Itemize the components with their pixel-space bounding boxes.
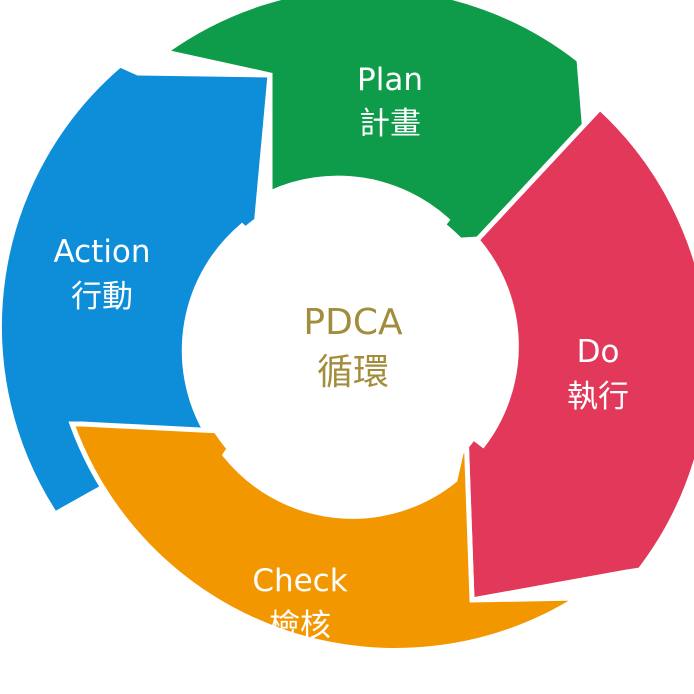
center-label: PDCA 循環 bbox=[303, 302, 403, 393]
center-subtitle: 循環 bbox=[317, 352, 389, 393]
action-subtitle: 行動 bbox=[71, 279, 133, 315]
check-subtitle: 檢核 bbox=[269, 608, 331, 644]
action-arrow-segment bbox=[0, 62, 273, 518]
check-arrow-segment bbox=[68, 421, 587, 653]
do-label: Do 執行 bbox=[567, 334, 629, 415]
plan-label: Plan 計畫 bbox=[357, 62, 423, 142]
action-label: Action 行動 bbox=[53, 234, 150, 315]
plan-arrow-segment bbox=[159, 0, 596, 245]
action-title: Action bbox=[53, 234, 150, 270]
do-subtitle: 執行 bbox=[567, 379, 629, 415]
plan-subtitle: 計畫 bbox=[359, 106, 421, 142]
do-arrow-segment bbox=[463, 104, 694, 603]
center-circle bbox=[189, 189, 505, 505]
plan-title: Plan bbox=[357, 62, 423, 98]
center-title: PDCA bbox=[303, 302, 403, 343]
do-title: Do bbox=[577, 334, 620, 370]
check-title: Check bbox=[252, 563, 347, 599]
check-label: Check 檢核 bbox=[252, 563, 347, 644]
